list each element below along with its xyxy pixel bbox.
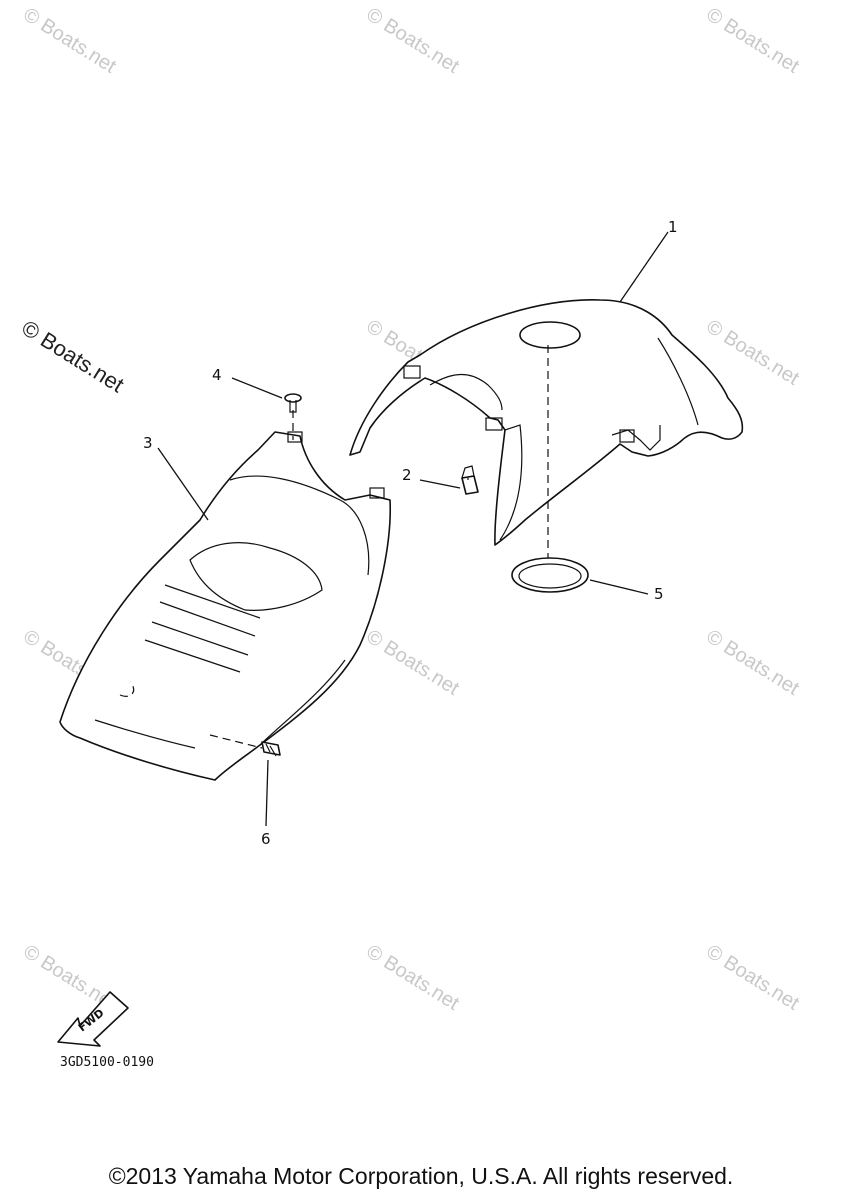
watermark: © Boats.net	[702, 941, 803, 1015]
watermark: © Boats.net	[19, 4, 120, 78]
watermark-dark: © Boats.net	[17, 315, 128, 397]
assembly-lines	[119, 345, 549, 749]
watermark: © Boats.net	[702, 4, 803, 78]
part-5-grommet	[511, 557, 589, 593]
watermark: © Boats.net	[362, 4, 463, 78]
watermark: © Boats.net	[702, 626, 803, 700]
part-2-nut	[461, 465, 479, 495]
watermark-group: © Boats.net © Boats.net © Boats.net © Bo…	[17, 4, 803, 1015]
callout-5: 5	[654, 585, 664, 603]
leader-lines	[157, 231, 669, 827]
part-1-tank-cover	[349, 299, 744, 546]
part-4-screw	[284, 393, 302, 413]
callout-6: 6	[261, 830, 271, 848]
watermark: © Boats.net	[702, 316, 803, 390]
callout-labels: 1 2 3 4 5 6	[143, 218, 678, 848]
diagram-code: 3GD5100-0190	[60, 1055, 154, 1070]
part-6-bolt	[261, 741, 281, 757]
watermark: © Boats.net	[362, 626, 463, 700]
callout-2: 2	[402, 466, 412, 484]
callout-3: 3	[143, 434, 153, 452]
watermark: © Boats.net	[362, 941, 463, 1015]
callout-4: 4	[212, 366, 222, 384]
callout-1: 1	[668, 218, 678, 236]
copyright-notice: ©2013 Yamaha Motor Corporation, U.S.A. A…	[108, 1163, 734, 1189]
part-3-seat-cover	[59, 431, 392, 781]
